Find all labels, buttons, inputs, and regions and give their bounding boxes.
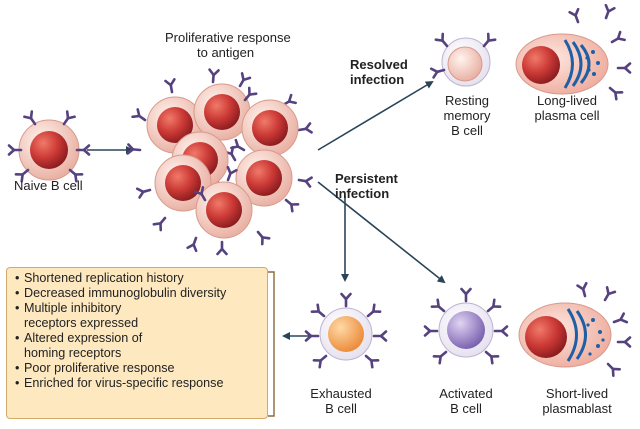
resting-memory-b-cell <box>429 32 497 87</box>
feature-item: Shortened replication history <box>15 271 261 286</box>
feature-item: Multiple inhibitory receptors expressed <box>15 301 174 331</box>
long-lived-plasma-cell-label: Long-lived plasma cell <box>534 93 600 123</box>
short-lived-plasmablast <box>518 281 632 377</box>
resolved-infection-label: Resolved infection <box>350 57 408 87</box>
persistent-infection-label: Persistent infection <box>335 171 398 201</box>
long-lived-plasma-cell <box>515 3 632 101</box>
exhausted-b-cell-label: Exhausted B cell <box>310 386 372 416</box>
arrow-persistent-activated <box>317 181 446 284</box>
proliferative-response-label: Proliferative response to antigen <box>165 30 291 60</box>
naive-b-cell-label: Naive B cell <box>14 178 83 193</box>
exhausted-features-box: Shortened replication history Decreased … <box>6 267 268 419</box>
feature-item: Poor proliferative response <box>15 361 261 376</box>
feature-item: Decreased immunoglobulin diversity <box>15 286 261 301</box>
feature-item: Altered expression of homing receptors <box>15 331 174 361</box>
resting-memory-b-cell-label: Resting memory B cell <box>443 93 491 138</box>
features-list: Shortened replication history Decreased … <box>15 271 261 391</box>
short-lived-plasmablast-label: Short-lived plasmablast <box>542 386 612 416</box>
proliferating-cluster <box>126 68 313 256</box>
activated-b-cell <box>423 287 509 365</box>
feature-item: Enriched for virus-specific response <box>15 376 261 391</box>
features-bracket <box>268 271 275 417</box>
exhausted-b-cell <box>304 292 388 369</box>
activated-b-cell-label: Activated B cell <box>439 386 493 416</box>
naive-b-cell <box>7 110 91 183</box>
arrow-resolved <box>317 80 434 151</box>
